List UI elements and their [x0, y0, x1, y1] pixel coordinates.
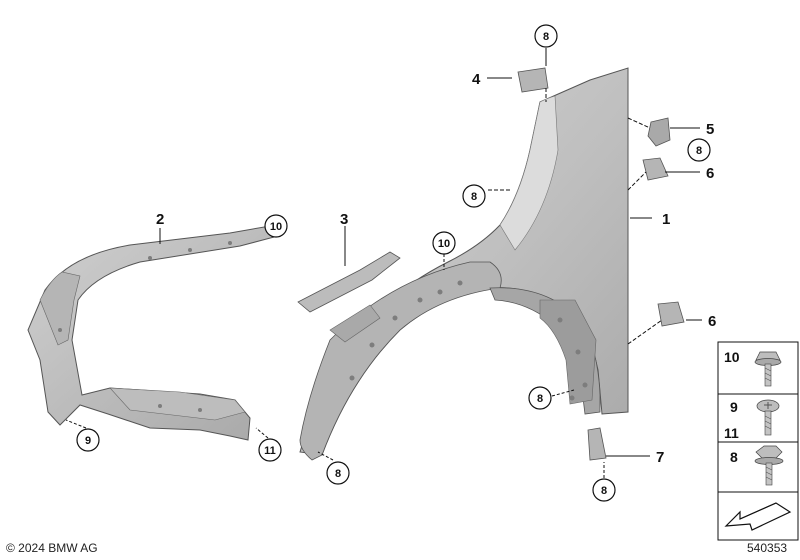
- callout-2: 2: [156, 211, 164, 228]
- circled-10-center: 10: [438, 238, 450, 250]
- fastener-legend: 10 9 11 8: [717, 341, 799, 541]
- front-frame-part: [27, 225, 279, 441]
- bracket-part-5: [647, 117, 671, 147]
- callout-6-upper: 6: [706, 165, 714, 182]
- legend-number-11: 11: [724, 425, 739, 441]
- circled-8-mid: 8: [471, 191, 477, 203]
- legend-number-8: 8: [730, 449, 738, 465]
- circled-11-bottom: 11: [264, 445, 276, 457]
- strut-bracket-part: [297, 251, 401, 313]
- leader-lines: [65, 48, 702, 478]
- bracket-part-7: [587, 427, 607, 461]
- circled-callouts: [76, 24, 711, 502]
- callout-1: 1: [662, 211, 670, 228]
- diagram-number: 540353: [747, 541, 788, 555]
- direction-arrow-icon: [724, 502, 792, 531]
- bracket-part-6-lower: [657, 301, 685, 327]
- bracket-part-4: [517, 67, 549, 93]
- circled-10-left: 10: [270, 221, 282, 233]
- callout-3: 3: [340, 211, 348, 228]
- wheel-arch-panel: [299, 261, 601, 461]
- callout-7: 7: [656, 449, 664, 466]
- legend-number-10: 10: [724, 349, 740, 365]
- flange-bolt-icon: [754, 351, 782, 387]
- circled-8-bottom-center: 8: [335, 468, 341, 480]
- hex-bolt-icon: [754, 445, 784, 486]
- circled-8-top: 8: [543, 31, 549, 43]
- callout-5: 5: [706, 121, 714, 138]
- circled-9-left: 9: [85, 435, 91, 447]
- callout-4: 4: [472, 71, 481, 88]
- copyright-text: © 2024 BMW AG: [6, 541, 98, 555]
- circled-8-right: 8: [696, 145, 702, 157]
- callout-6-lower: 6: [708, 313, 716, 330]
- torx-screw-icon: [756, 399, 780, 436]
- legend-number-9: 9: [730, 399, 738, 415]
- circled-8-bottom-right: 8: [601, 485, 607, 497]
- bracket-part-6-upper: [642, 157, 669, 181]
- circled-8-lower: 8: [537, 393, 543, 405]
